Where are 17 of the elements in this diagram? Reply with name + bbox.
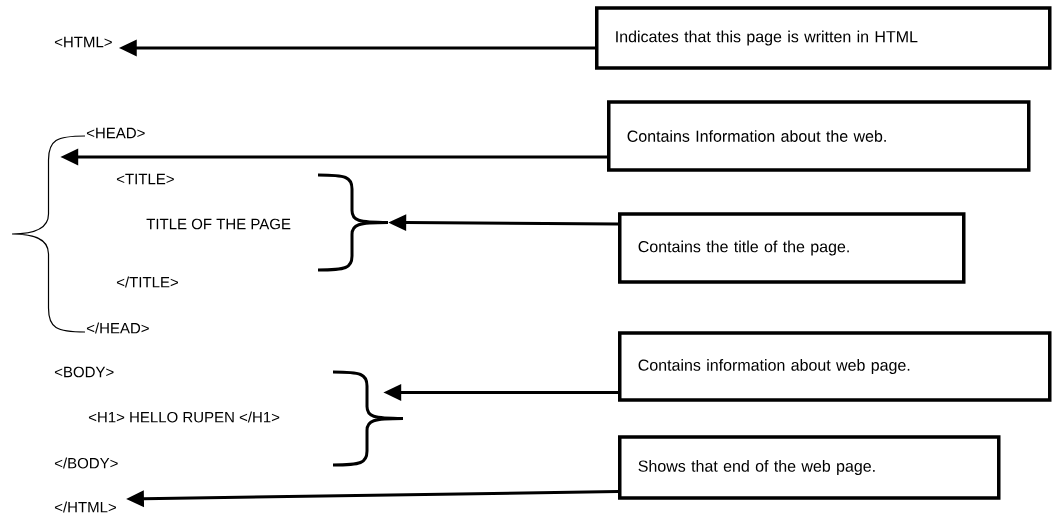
code-tag: </HTML> bbox=[54, 501, 116, 513]
callout-box: Contains information about web page. bbox=[618, 331, 1052, 402]
code-tag: <HEAD> bbox=[86, 127, 145, 139]
curly-brace bbox=[333, 370, 405, 467]
code-tag: </TITLE> bbox=[116, 276, 178, 288]
callout-box: Contains the title of the page. bbox=[618, 212, 966, 284]
code-tag: </BODY> bbox=[54, 457, 118, 469]
curly-brace bbox=[11, 135, 86, 333]
code-tag: <TITLE> bbox=[116, 173, 174, 185]
code-tag: <BODY> bbox=[54, 366, 114, 378]
callout-box: Shows that end of the web page. bbox=[618, 435, 1001, 500]
code-tag: TITLE OF THE PAGE bbox=[146, 218, 291, 230]
curly-brace bbox=[318, 173, 390, 272]
callout-box: Contains Information about the web. bbox=[607, 100, 1031, 172]
code-tag: <H1> HELLO RUPEN </H1> bbox=[88, 411, 280, 423]
callout-box: Indicates that this page is written in HTML bbox=[595, 6, 1052, 70]
code-tag: <HTML> bbox=[54, 36, 112, 48]
